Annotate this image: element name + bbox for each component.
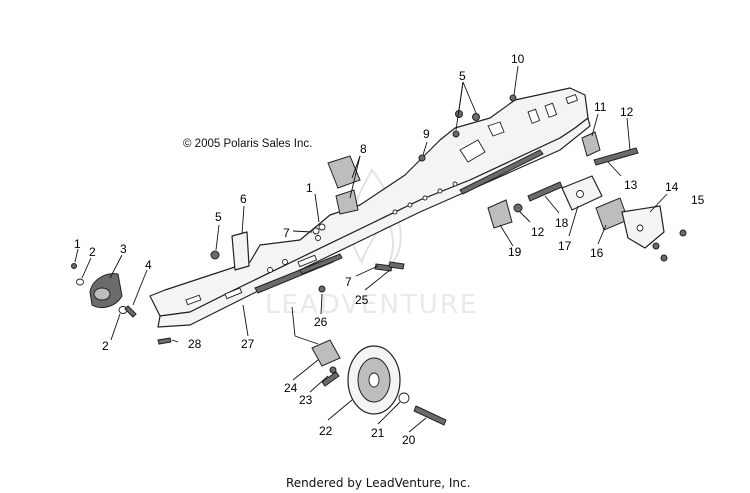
axle-housing-24 [311, 339, 341, 367]
callout-1-mid: 1 [306, 181, 313, 195]
callout-14: 14 [665, 180, 679, 194]
callout-10: 10 [511, 52, 525, 66]
callout-7-lower: 7 [345, 275, 352, 289]
callout-19: 19 [508, 245, 522, 259]
callout-20: 20 [402, 433, 416, 447]
callout-8: 8 [360, 142, 367, 156]
callout-2-lower: 2 [102, 339, 109, 353]
callout-17: 17 [558, 239, 572, 253]
leadventure-watermark: LEADVENTURE [265, 168, 478, 320]
block-part-19 [487, 199, 513, 229]
callout-13: 13 [624, 178, 638, 192]
bolt-part-20 [413, 405, 447, 426]
footer-credit: Rendered by LeadVenture, Inc. [286, 476, 470, 490]
callout-15: 15 [691, 193, 705, 207]
callout-28: 28 [188, 337, 202, 351]
callout-6: 6 [240, 192, 247, 206]
idler-wheel-assembly [311, 339, 447, 426]
callout-1-left: 1 [74, 237, 81, 251]
callout-23: 23 [299, 393, 313, 407]
callout-25: 25 [355, 293, 369, 307]
fasteners [71, 94, 687, 404]
callout-12-right: 12 [620, 105, 634, 119]
callout-2-upper: 2 [89, 245, 96, 259]
callout-12-mid: 12 [531, 225, 545, 239]
callout-9: 9 [423, 127, 430, 141]
bolt-part-18 [527, 181, 563, 202]
callout-5-top: 5 [459, 69, 466, 83]
callout-21: 21 [371, 426, 385, 440]
part-11 [581, 131, 601, 157]
callout-27: 27 [241, 337, 255, 351]
callout-22: 22 [319, 424, 333, 438]
callout-26: 26 [314, 315, 328, 329]
callout-5-left: 5 [215, 210, 222, 224]
end-cap-part [89, 273, 123, 309]
bolt-part-13 [593, 147, 639, 166]
rail-assembly [149, 87, 591, 328]
part-callouts: 1 2 3 4 2 28 27 26 5 6 7 1 8 9 5 10 11 1… [74, 52, 705, 447]
copyright-text: © 2005 Polaris Sales Inc. [183, 138, 312, 150]
plate-part-14 [621, 205, 665, 249]
block-part-8 [327, 155, 361, 215]
callout-7-upper: 7 [283, 226, 290, 240]
bracket-part-17 [561, 175, 603, 211]
callout-11: 11 [594, 100, 607, 114]
callout-18: 18 [555, 216, 569, 230]
watermark-text: LEADVENTURE [265, 290, 478, 320]
callout-24: 24 [284, 381, 298, 395]
callout-3: 3 [120, 242, 127, 256]
leader-lines [74, 65, 668, 433]
callout-4: 4 [145, 258, 152, 272]
callout-16: 16 [590, 246, 604, 260]
bracket-part-6 [231, 231, 250, 271]
